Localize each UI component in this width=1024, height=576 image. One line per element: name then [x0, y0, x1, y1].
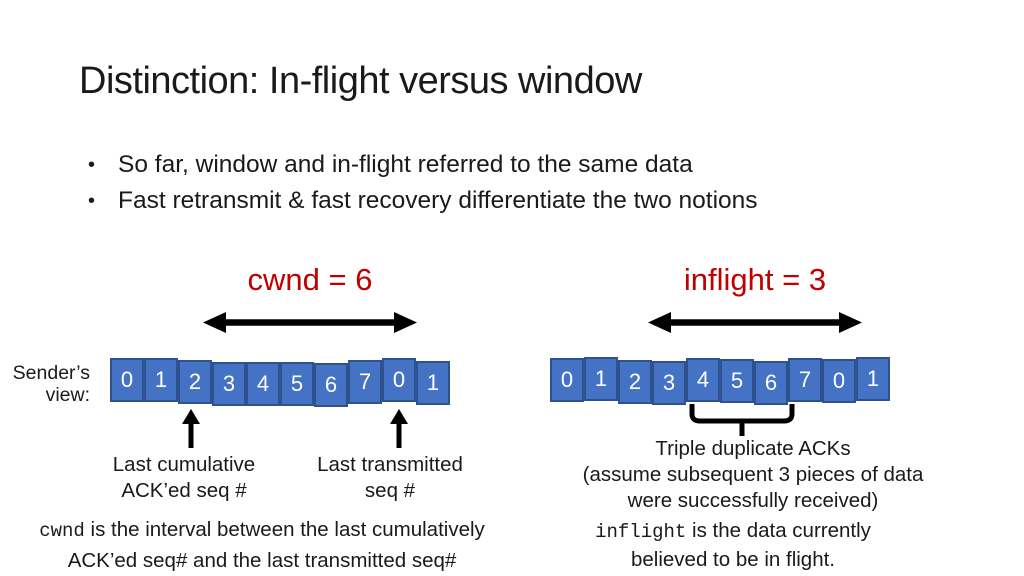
bullet-icon: •	[88, 190, 96, 212]
cwnd-code-text: cwnd	[39, 520, 85, 542]
sequence-row-sender: 0 1 2 3 4 5 6 7 0 1	[110, 358, 450, 407]
seq-box: 0	[550, 358, 584, 402]
seq-box: 7	[788, 358, 822, 402]
seq-box: 0	[110, 358, 144, 402]
last-transmitted-label: Last transmitted seq #	[317, 453, 463, 502]
seq-box: 5	[720, 359, 754, 403]
seq-box: 1	[144, 358, 178, 402]
seq-box: 6	[754, 361, 788, 405]
seq-box: 3	[212, 362, 246, 406]
bullet-text: So far, window and in-flight referred to…	[118, 151, 693, 178]
double-arrow-icon	[648, 312, 862, 333]
up-arrow-icon	[182, 409, 200, 448]
up-arrow-icon	[390, 409, 408, 448]
seq-box: 7	[348, 360, 382, 404]
inflight-definition-caption: inflight is the data currently believed …	[595, 519, 871, 571]
seq-box: 1	[856, 357, 890, 401]
inflight-window-label: inflight = 3	[683, 262, 827, 297]
cwnd-definition-caption: cwnd is the interval between the last cu…	[39, 518, 485, 572]
bullet-icon: •	[88, 154, 96, 176]
seq-box: 2	[618, 360, 652, 404]
bullet-text: Fast retransmit & fast recovery differen…	[118, 187, 758, 214]
sequence-row-inflight: 0 1 2 3 4 5 6 7 0 1	[550, 357, 890, 405]
seq-box: 1	[584, 357, 618, 401]
seq-box: 4	[686, 358, 720, 402]
underbrace-icon	[689, 404, 795, 436]
seq-box: 1	[416, 361, 450, 405]
seq-box: 0	[382, 358, 416, 402]
seq-box: 0	[822, 359, 856, 403]
seq-box: 4	[246, 362, 280, 406]
triple-dup-ack-note: Triple duplicate ACKs (assume subsequent…	[582, 437, 924, 512]
page-title: Distinction: In-flight versus window	[79, 60, 642, 102]
inflight-code-text: inflight	[595, 521, 687, 543]
bullet-list: • So far, window and in-flight referred …	[88, 147, 758, 219]
bullet-item: • Fast retransmit & fast recovery differ…	[88, 183, 758, 219]
seq-box: 5	[280, 362, 314, 406]
double-arrow-icon	[203, 312, 417, 333]
last-cumulative-ack-label: Last cumulative ACK’ed seq #	[112, 453, 256, 502]
sender-view-label: Sender’s view:	[12, 362, 90, 406]
cwnd-window-label: cwnd = 6	[247, 262, 373, 297]
seq-box: 2	[178, 360, 212, 404]
bullet-item: • So far, window and in-flight referred …	[88, 147, 758, 183]
seq-box: 3	[652, 361, 686, 405]
seq-box: 6	[314, 363, 348, 407]
